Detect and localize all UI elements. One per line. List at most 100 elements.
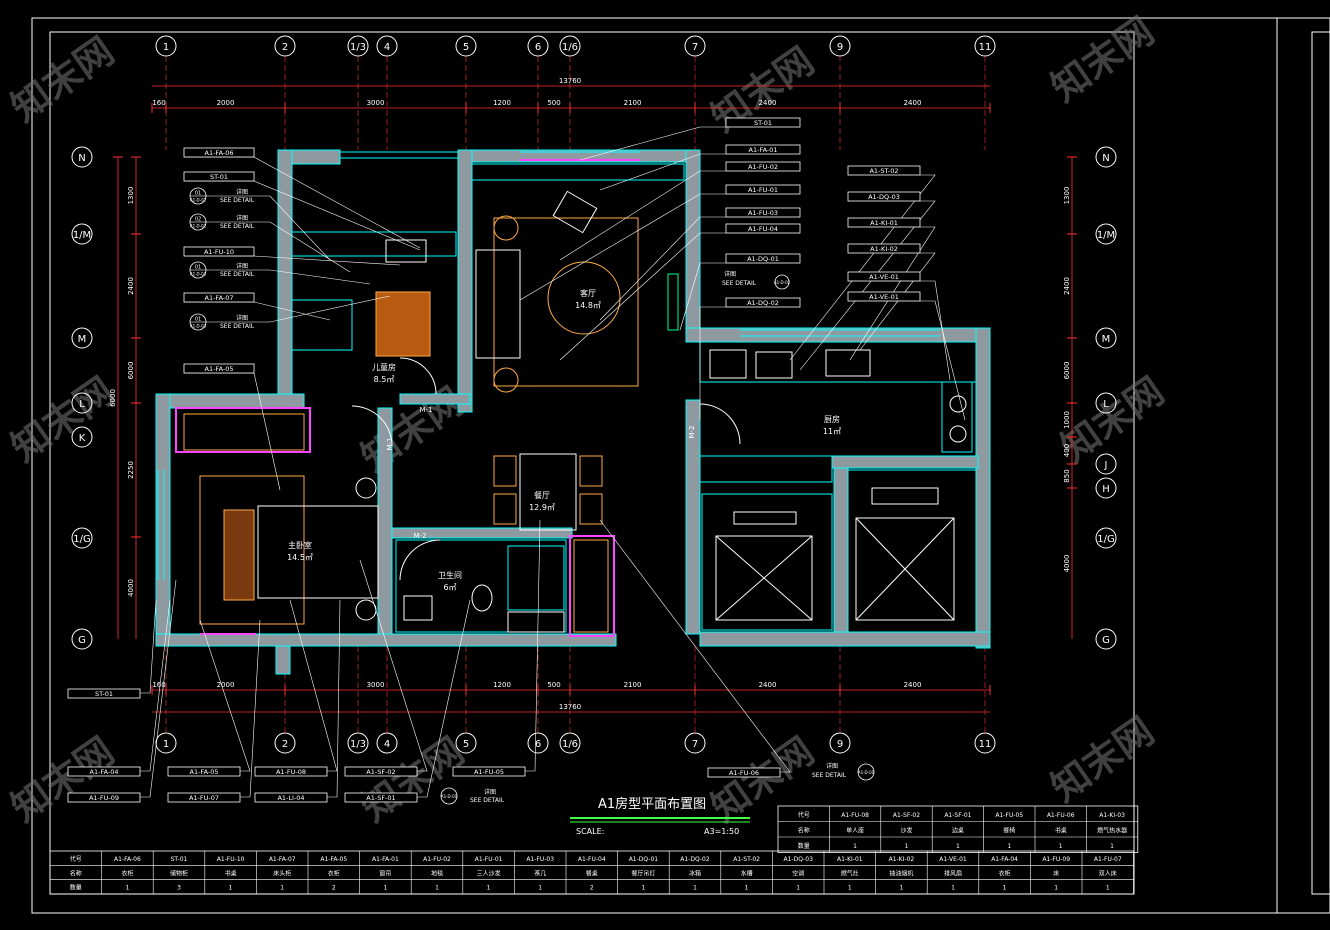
schedule-bottom-cell: 1 xyxy=(435,885,439,892)
grid-label-row: M xyxy=(1102,334,1111,345)
dimension-text: 160 xyxy=(152,681,165,689)
tag-bottom-box xyxy=(452,766,526,777)
grid-bubble-row xyxy=(1095,477,1117,499)
dimension-text: 2000 xyxy=(217,681,235,689)
detail-bubble xyxy=(774,274,790,290)
tag-bottom: A1-LI-04 xyxy=(277,794,304,802)
undefined: 400 xyxy=(1063,444,1071,457)
room-name: 厨房 xyxy=(824,414,840,424)
leader xyxy=(289,599,338,772)
schedule-bottom-cell: A1-DQ-01 xyxy=(629,856,659,863)
dimension-text: 2400 xyxy=(759,681,777,689)
tag-left-box xyxy=(183,246,255,257)
leader xyxy=(579,126,726,161)
undefined: 1300 xyxy=(127,187,135,205)
tag-left-box xyxy=(183,147,255,158)
schedule-bottom-cell: 1 xyxy=(848,885,852,892)
schedule-right-cell: 餐椅 xyxy=(1003,826,1015,834)
detail-label-en: SEE DETAIL xyxy=(220,223,255,230)
undefined: 2400 xyxy=(127,277,135,295)
tag-mid-box xyxy=(725,144,801,155)
schedule-bottom-cell: 排风扇 xyxy=(944,869,962,877)
grid-label-row: L xyxy=(79,399,85,410)
schedule-right-cell: A1-FU-08 xyxy=(841,812,869,819)
schedule-bottom-cell: 三人沙发 xyxy=(477,869,501,877)
tag-left-box xyxy=(183,292,255,303)
schedule-bottom-cell: A1-FU-02 xyxy=(423,856,451,863)
leader xyxy=(559,232,726,361)
tag-right: A1-ST-02 xyxy=(869,167,898,175)
leader xyxy=(679,262,726,331)
door-label: M-1 xyxy=(419,406,432,414)
bottom-detail-cn: 详图 xyxy=(484,788,496,796)
grid-bubble-row xyxy=(71,392,93,414)
schedule-right-cell: 沙发 xyxy=(900,826,912,834)
grid-label-column: 6 xyxy=(535,739,541,750)
door-label: M-2 xyxy=(688,425,696,438)
tag-right-box xyxy=(847,191,921,202)
leader xyxy=(525,519,541,772)
wall-kitchen-bottom xyxy=(831,455,979,469)
grid-label-row: J xyxy=(1104,460,1108,471)
dimension-text: 3000 xyxy=(367,99,385,107)
schedule-bottom-cell: 书桌 xyxy=(225,869,237,877)
tag-right-box xyxy=(847,165,921,176)
detail-sheet: A1-D-01 xyxy=(441,794,458,799)
dimension-text: 2400 xyxy=(904,99,922,107)
grid-bubble-row xyxy=(1095,527,1117,549)
tag-mid: A1-FA-01 xyxy=(749,146,778,154)
grid-bubble-row xyxy=(1095,223,1117,245)
detail-bubble xyxy=(857,763,875,781)
grid-label-row: N xyxy=(1102,153,1109,164)
dining-furniture xyxy=(493,453,609,633)
master-rug xyxy=(223,509,255,601)
schedule-bottom-cell: 衣柜 xyxy=(999,869,1011,877)
tag-right: A1-DQ-03 xyxy=(868,193,900,201)
grid-label-column: 1 xyxy=(163,739,169,750)
grid-label-column: 6 xyxy=(535,42,541,53)
room-name: 卫生间 xyxy=(438,570,462,580)
undefined: 2400 xyxy=(1063,277,1071,295)
detail-number: 01 xyxy=(195,317,201,323)
leader xyxy=(599,153,726,191)
undefined: 850 xyxy=(1063,469,1071,482)
dimension-text: 160 xyxy=(152,99,165,107)
windows xyxy=(157,151,940,580)
grid-label-column: 7 xyxy=(692,739,698,750)
undefined: 2250 xyxy=(127,461,135,479)
door-labels: M-1M-1M-2M-2 xyxy=(386,406,696,540)
grid-label-column: 9 xyxy=(837,739,843,750)
tag-mid-box xyxy=(725,161,801,172)
dimension-text: 500 xyxy=(547,99,560,107)
undefined: 4000 xyxy=(1063,555,1071,573)
grid-label-column: 7 xyxy=(692,42,698,53)
detail-sheet: A1-D-01 xyxy=(858,770,875,775)
tag-bottom-box xyxy=(67,792,141,803)
tag-left: ST-01 xyxy=(210,173,228,181)
grid-label-column: 1/6 xyxy=(562,42,578,53)
schedule-right-frame xyxy=(777,805,1139,853)
grid-label-row: H xyxy=(1102,484,1110,495)
leader xyxy=(599,519,791,773)
tag-bottom: A1-FU-05 xyxy=(474,768,504,776)
schedule-bottom-cell: 1 xyxy=(693,885,697,892)
wall-bath-top xyxy=(391,527,573,539)
schedule-bottom-cell: 1 xyxy=(229,885,233,892)
schedule-bottom-cell: 1 xyxy=(1106,885,1110,892)
master-furniture xyxy=(183,413,379,625)
room-name: 客厅 xyxy=(580,288,596,298)
schedule-bottom-cell: 地毯 xyxy=(431,869,443,877)
leader xyxy=(920,300,966,421)
wall-lift-bottom xyxy=(699,631,991,647)
schedule-bottom-cell: A1-FA-01 xyxy=(372,856,399,863)
grid-label-row: 1/M xyxy=(73,230,91,241)
detail-label-cn: 详图 xyxy=(236,214,248,222)
tag-mid: A1-FU-03 xyxy=(748,209,778,217)
schedule-bottom-cell: 餐厅吊灯 xyxy=(631,869,655,877)
grid-label-row: G xyxy=(78,635,86,646)
schedule-bottom-cell: 1 xyxy=(280,885,284,892)
tag-bottom-box xyxy=(254,792,328,803)
tag-bottom: A1-FU-08 xyxy=(276,768,306,776)
leader xyxy=(199,619,251,772)
